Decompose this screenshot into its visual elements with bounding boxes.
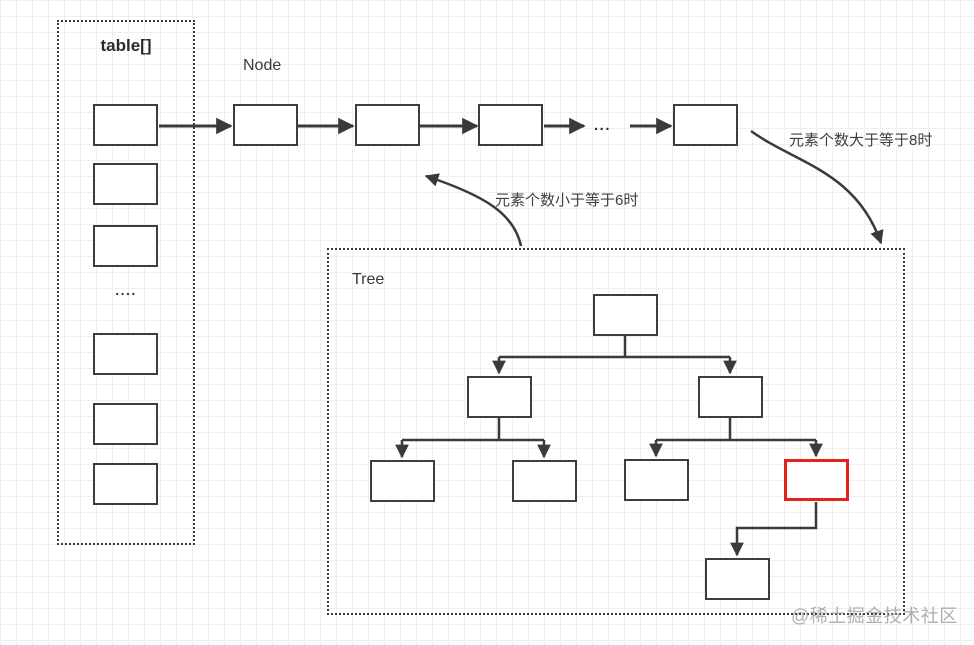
array-slot xyxy=(93,333,158,375)
tree-node-highlighted xyxy=(784,459,849,501)
array-container xyxy=(57,20,195,545)
array-slot xyxy=(93,225,158,267)
array-slot xyxy=(93,104,158,146)
list-label: Node xyxy=(243,57,282,74)
watermark: @稀土掘金技术社区 xyxy=(791,606,958,626)
tree-node-left xyxy=(467,376,532,418)
array-slot xyxy=(93,403,158,445)
tree-container xyxy=(327,248,905,615)
list-node xyxy=(233,104,298,146)
tree-node-left-left xyxy=(370,460,435,502)
array-slot xyxy=(93,163,158,205)
annotation-treeify: 元素个数大于等于8时 xyxy=(789,132,933,149)
list-node xyxy=(673,104,738,146)
list-node xyxy=(478,104,543,146)
array-ellipsis: .... xyxy=(115,282,137,298)
tree-node-right xyxy=(698,376,763,418)
arrow-tree-to-list xyxy=(424,173,523,247)
tree-node-left-right xyxy=(512,460,577,502)
list-node xyxy=(355,104,420,146)
annotation-untreeify: 元素个数小于等于6时 xyxy=(495,192,639,209)
tree-label: Tree xyxy=(352,271,385,288)
tree-node-bottom xyxy=(705,558,770,600)
list-ellipsis: ... xyxy=(594,117,612,134)
tree-node-root xyxy=(593,294,658,336)
tree-node-right-left xyxy=(624,459,689,501)
array-slot xyxy=(93,463,158,505)
array-label: table[] xyxy=(100,36,152,55)
